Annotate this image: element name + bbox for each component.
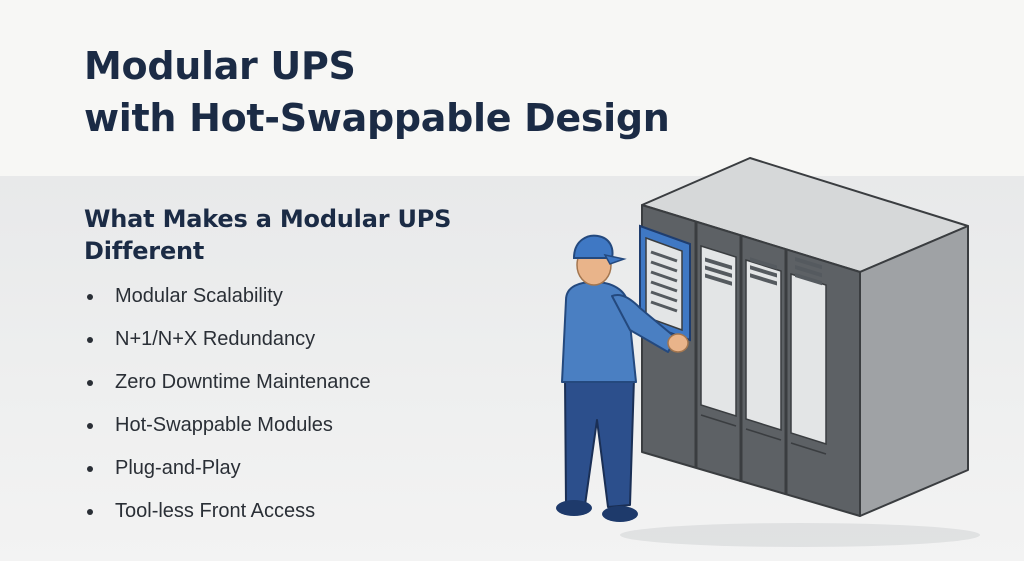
feature-label: Hot-Swappable Modules	[115, 414, 333, 436]
feature-item: Modular Scalability	[84, 275, 371, 318]
bullet-icon	[87, 380, 93, 386]
feature-item: N+1/N+X Redundancy	[84, 318, 371, 361]
panel-seam	[745, 428, 782, 441]
page-title-line-1: Modular UPS	[84, 44, 356, 88]
panel-seam	[700, 414, 737, 427]
feature-label: Zero Downtime Maintenance	[115, 371, 371, 393]
floor-shadow	[620, 523, 980, 547]
feature-label: Tool-less Front Access	[115, 500, 316, 522]
shoe	[556, 500, 592, 516]
power-module-icon	[745, 258, 782, 432]
bullet-icon	[87, 466, 93, 472]
feature-list: Modular Scalability N+1/N+X Redundancy Z…	[84, 275, 371, 533]
page-title-line-2: with Hot-Swappable Design	[84, 96, 670, 140]
power-module-icon	[700, 244, 737, 418]
bullet-icon	[87, 294, 93, 300]
feature-item: Zero Downtime Maintenance	[84, 361, 371, 404]
technician-legs	[564, 377, 635, 508]
section-heading: What Makes a Modular UPS Different	[84, 205, 452, 265]
technician-hand	[667, 333, 689, 353]
panel-seam	[790, 442, 827, 455]
bullet-icon	[87, 337, 93, 343]
feature-label: N+1/N+X Redundancy	[115, 328, 316, 350]
module-vents	[650, 250, 678, 313]
technician-icon	[556, 234, 689, 522]
shoe	[602, 506, 638, 522]
cabinet-side	[859, 225, 969, 517]
page-title: Modular UPS with Hot-Swappable Design	[84, 40, 670, 144]
bullet-icon	[87, 509, 93, 515]
cap-brim	[603, 253, 627, 265]
feature-item: Tool-less Front Access	[84, 490, 371, 533]
header-band	[0, 0, 1024, 176]
ups-cabinet-icon	[639, 157, 969, 517]
power-module-icon	[790, 272, 827, 446]
ups-illustration	[556, 157, 980, 547]
feature-item: Hot-Swappable Modules	[84, 404, 371, 447]
technician-cap	[572, 234, 614, 259]
feature-label: Plug-and-Play	[115, 457, 241, 479]
feature-label: Modular Scalability	[115, 285, 283, 307]
feature-item: Plug-and-Play	[84, 447, 371, 490]
vent-grille	[705, 257, 822, 286]
bullet-icon	[87, 423, 93, 429]
